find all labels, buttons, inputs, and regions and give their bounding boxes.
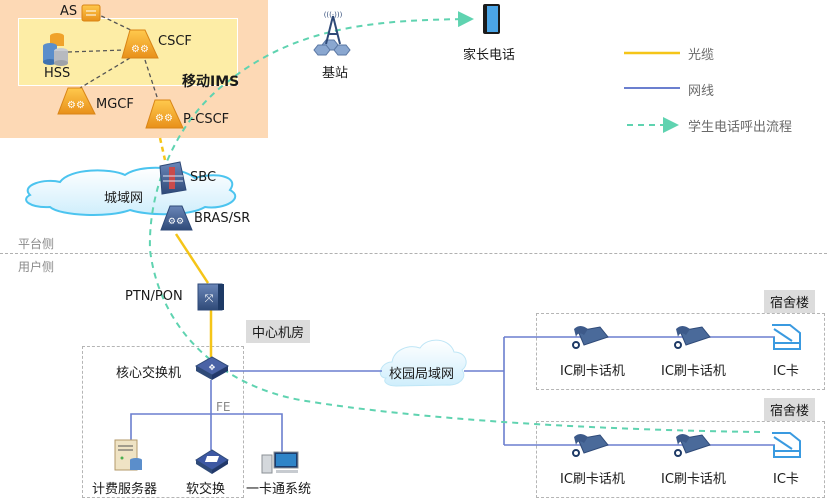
one-card-system-pc-icon bbox=[261, 451, 299, 474]
ptn-pon-icon: ⤧ bbox=[197, 283, 224, 311]
hss-database-icon bbox=[43, 33, 68, 66]
dorm-1-tag: 宿舍楼 bbox=[764, 290, 816, 313]
core-switch-icon: ✥ bbox=[194, 356, 230, 380]
billing-server-icon bbox=[114, 439, 142, 471]
legend-ethernet-label: 网线 bbox=[688, 84, 715, 99]
ptn-pon-label: PTN/PON bbox=[125, 289, 183, 304]
link-hss-cscf bbox=[67, 49, 126, 53]
cscf-label: CSCF bbox=[158, 34, 192, 49]
legend-call-flow-label: 学生电话呼出流程 bbox=[688, 120, 793, 135]
fiber-bras-ptn bbox=[174, 233, 210, 284]
as-label: AS bbox=[60, 4, 78, 19]
metro-network-label: 城域网 bbox=[104, 191, 144, 206]
base-station-label: 基站 bbox=[322, 66, 349, 81]
bras-router-icon: ⚙⚙ bbox=[160, 205, 193, 231]
svg-text:⚙⚙: ⚙⚙ bbox=[168, 217, 184, 227]
link-cscf-pcscf bbox=[144, 59, 159, 101]
student-call-flow-path bbox=[148, 11, 761, 433]
dorm-2-item-3-label: IC卡 bbox=[773, 472, 799, 487]
dorm-1-item-3-label: IC卡 bbox=[773, 364, 799, 379]
hss-label: HSS bbox=[44, 66, 71, 81]
dorm-2-item-1-label: IC刷卡话机 bbox=[560, 472, 625, 487]
campus-lan-cloud bbox=[379, 339, 467, 387]
sbc-firewall-icon bbox=[159, 161, 187, 195]
dorm-2-phone-1-icon bbox=[570, 431, 610, 463]
svg-text:⤧: ⤧ bbox=[205, 292, 214, 305]
link-as-cscf bbox=[94, 12, 136, 33]
bras-label: BRAS/SR bbox=[194, 211, 251, 226]
dorm-2-ic-card-icon bbox=[770, 431, 804, 463]
dorm-2-phone-2-icon bbox=[672, 431, 712, 463]
svg-text:✥: ✥ bbox=[209, 363, 216, 372]
platform-side-label: 平台侧 bbox=[18, 237, 55, 251]
cscf-icon: ⚙⚙ bbox=[121, 29, 159, 59]
softswitch-label: 软交换 bbox=[186, 482, 226, 497]
dorm-2-item-2-label: IC刷卡话机 bbox=[661, 472, 726, 487]
dorm-1-phone-2-icon bbox=[672, 323, 712, 355]
svg-text:⚙⚙: ⚙⚙ bbox=[155, 113, 173, 124]
mgcf-icon: ⚙⚙ bbox=[57, 87, 96, 115]
legend-fiber-label: 光缆 bbox=[688, 48, 715, 63]
core-switch-label: 核心交换机 bbox=[116, 366, 182, 381]
parent-phone-icon bbox=[483, 4, 500, 34]
dorm-1-item-1-label: IC刷卡话机 bbox=[560, 364, 625, 379]
one-card-system-label: 一卡通系统 bbox=[246, 482, 312, 497]
ims-title: 移动IMS bbox=[182, 74, 240, 90]
center-room-box bbox=[82, 346, 244, 498]
campus-lan-label: 校园局域网 bbox=[389, 367, 455, 382]
sbc-label: SBC bbox=[190, 170, 217, 185]
pcscf-label: P-CSCF bbox=[183, 112, 230, 127]
dorm-box-2 bbox=[536, 421, 825, 498]
fiber-pcscf-sbc bbox=[158, 137, 167, 161]
parent-phone-label: 家长电话 bbox=[463, 48, 516, 63]
dorm-1-phone-1-icon bbox=[570, 323, 610, 355]
user-side-label: 用户侧 bbox=[18, 260, 55, 274]
dorm-1-ic-card-icon bbox=[770, 323, 804, 355]
dorm-1-item-2-label: IC刷卡话机 bbox=[661, 364, 726, 379]
link-cscf-mgcf bbox=[79, 57, 131, 89]
center-room-tag: 中心机房 bbox=[246, 320, 311, 343]
billing-server-label: 计费服务器 bbox=[92, 482, 158, 497]
svg-text:⚙⚙: ⚙⚙ bbox=[131, 44, 149, 55]
mgcf-label: MGCF bbox=[96, 97, 134, 112]
svg-text:(((·))): (((·))) bbox=[324, 11, 343, 19]
platform-user-divider bbox=[0, 253, 827, 254]
eth-fe-bus bbox=[130, 413, 283, 460]
base-station-icon: (((·))) bbox=[313, 11, 351, 56]
as-server-icon bbox=[81, 4, 101, 22]
dorm-2-tag: 宿舍楼 bbox=[764, 398, 816, 421]
softswitch-icon bbox=[195, 449, 229, 474]
pcscf-icon: ⚙⚙ bbox=[145, 99, 184, 129]
fe-label: FE bbox=[216, 400, 231, 414]
svg-text:⚙⚙: ⚙⚙ bbox=[67, 100, 85, 111]
dorm-box-1 bbox=[536, 313, 825, 390]
